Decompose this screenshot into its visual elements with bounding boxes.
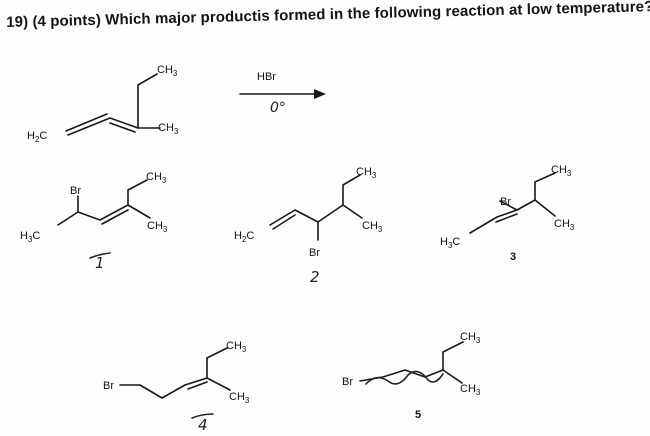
option-5-wavy-bond (365, 370, 444, 385)
option-4-ch3-right-label: CH3 (229, 391, 250, 405)
reagent-label: HBr (257, 71, 276, 83)
option-4-double-bond (187, 381, 208, 390)
option-1-structure: Br H3C CH3 CH3 1 (20, 171, 168, 272)
option-1-br-label: Br (70, 185, 81, 197)
option-5-skeleton (359, 341, 464, 384)
option-3-mark: 3 (510, 251, 516, 263)
option-3-structure: H3C Br CH3 CH3 3 (440, 164, 575, 263)
reaction-arrow-head (314, 89, 326, 99)
option-4-ch3-top-label: CH3 (226, 340, 247, 354)
option-2-h2c-label: H2C (234, 230, 254, 244)
option-4-mark: 4 (198, 416, 208, 434)
option-2-structure: H2C Br CH3 CH3 2 (234, 166, 383, 286)
option-5-br-label: Br (342, 376, 353, 388)
option-4-br-label: Br (103, 380, 114, 392)
option-2-skeleton (269, 174, 363, 241)
option-5-structure: Br CH3 CH3 5 (342, 331, 481, 421)
option-4-skeleton (119, 347, 231, 399)
option-1-strike-mark (89, 252, 111, 259)
reaction-arrow-group: HBr 0° (239, 71, 326, 116)
option-1-double-bond (101, 209, 129, 225)
option-1-ch3-top-label: CH3 (146, 171, 167, 185)
option-3-ch3-right-label: CH3 (554, 218, 575, 232)
option-5-ch3-right-label: CH3 (460, 383, 481, 397)
reactant-ch3-right-label: CH3 (158, 122, 179, 136)
option-2-ch3-right-label: CH3 (362, 220, 383, 234)
option-5-mark: 5 (415, 409, 421, 421)
option-4-structure: Br CH3 CH3 4 (103, 340, 250, 434)
option-2-ch3-top-label: CH3 (356, 166, 377, 180)
reactant-skeleton (67, 73, 161, 136)
reactant-structure: H2C CH3 CH3 (27, 64, 179, 144)
option-3-skeleton (469, 172, 556, 234)
option-3-br-label: Br (500, 196, 511, 208)
reactant-double-bond-2 (109, 122, 136, 133)
reactant-h2c-label: H2C (27, 130, 47, 144)
option-2-br-label: Br (309, 247, 320, 259)
option-1-skeleton (57, 179, 151, 226)
option-1-mark: 1 (95, 254, 105, 272)
option-4-strike-mark (191, 413, 214, 419)
option-1-h3c-label: H3C (20, 230, 40, 244)
reactant-ch3-top-label: CH3 (157, 64, 178, 78)
option-3-h3c-label: H3C (440, 236, 460, 250)
reaction-condition-label: 0° (270, 100, 286, 116)
option-2-double-bond (272, 214, 296, 230)
option-2-mark: 2 (310, 268, 320, 286)
option-3-ch3-top-label: CH3 (551, 164, 572, 178)
option-3-double-bond (495, 213, 518, 223)
reactant-double-bond-1 (65, 113, 108, 132)
option-5-ch3-top-label: CH3 (460, 331, 481, 345)
option-1-ch3-right-label: CH3 (147, 220, 168, 234)
